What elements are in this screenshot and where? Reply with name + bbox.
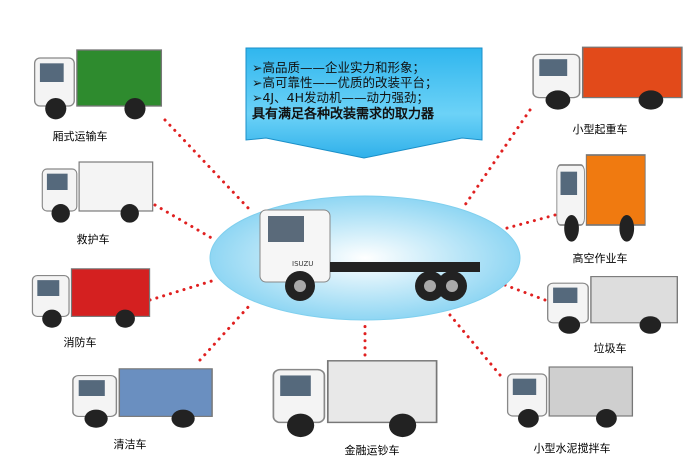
callout-bold: 具有满足各种改装需求的取力器 — [252, 107, 435, 122]
connector-sweeper — [198, 303, 252, 362]
mixer-label: 小型水泥搅拌车 — [533, 442, 611, 455]
garbage-truck-label: 垃圾车 — [593, 342, 627, 355]
fire-truck-label: 消防车 — [63, 336, 97, 349]
callout-line: ➢高可靠性——优质的改装平台； — [252, 75, 438, 90]
box-truck-label: 厢式运输车 — [52, 130, 108, 143]
sweeper-label: 清洁车 — [113, 438, 147, 451]
box-truck-image — [33, 49, 163, 120]
connector-crane — [463, 108, 532, 207]
callout-line: ➢高品质——企业实力和形象； — [252, 60, 425, 75]
crane-truck-image — [532, 46, 683, 110]
connector-aerial — [498, 213, 557, 232]
connector-garbage — [503, 283, 547, 302]
fire-truck-image — [31, 268, 151, 328]
cash-van-image — [272, 360, 438, 438]
svg-text:ISUZU: ISUZU — [292, 260, 313, 268]
aerial-platform-label: 高空作业车 — [572, 252, 628, 265]
connector-box-truck — [163, 118, 252, 212]
mixer-image — [506, 366, 634, 428]
sweeper-image — [72, 368, 213, 428]
connector-mixer — [448, 313, 502, 377]
connector-ambulance — [153, 203, 217, 242]
connector-fire-truck — [148, 278, 217, 302]
center-truck-chassis: ISUZU — [259, 209, 480, 301]
ambulance-label: 救护车 — [76, 233, 110, 246]
callout-line: ➢4J、4H发动机——动力强劲； — [252, 90, 429, 105]
ambulance-image — [41, 161, 154, 223]
aerial-platform-image — [556, 154, 646, 242]
garbage-truck-image — [547, 276, 678, 334]
crane-truck-label: 小型起重车 — [572, 123, 628, 136]
callout: ➢高品质——企业实力和形象； ➢高可靠性——优质的改装平台； ➢4J、4H发动机… — [252, 60, 482, 122]
cash-van-label: 金融运钞车 — [344, 444, 400, 457]
callout-shape — [245, 47, 483, 159]
